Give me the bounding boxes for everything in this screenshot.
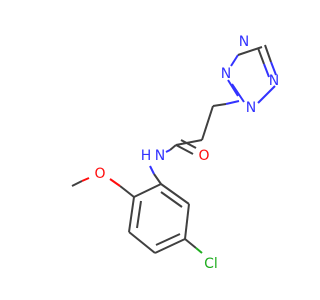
bond-ring-1 bbox=[133, 183, 162, 198]
bond-ring-2-double bbox=[136, 200, 142, 229]
molecule-structure: N N N N N H O O Cl bbox=[71, 34, 280, 272]
bond-c5-n4 bbox=[264, 44, 272, 63]
bond-n4-n3 bbox=[257, 85, 276, 104]
bond-ring-2 bbox=[128, 196, 135, 233]
bond-n-aryl-color bbox=[149, 165, 155, 175]
bond-c5-n4-color bbox=[270, 61, 277, 76]
bond-n-aryl bbox=[153, 173, 162, 185]
bond-carbonyl-n-color bbox=[165, 149, 171, 153]
bond-n1-c5 bbox=[237, 46, 263, 56]
atom-chlorine: Cl bbox=[204, 256, 218, 272]
bond-ch2-ch2 bbox=[201, 105, 214, 141]
chloro-group bbox=[184, 238, 203, 254]
atom-tetrazole-n1: N bbox=[239, 34, 249, 50]
bond-carbonyl-o-double bbox=[180, 139, 197, 149]
bond-n1-ch2 bbox=[212, 103, 227, 107]
bond-c5-n4-double-color bbox=[263, 63, 270, 78]
bond-ring-cl bbox=[184, 238, 197, 249]
propanamide-chain bbox=[165, 100, 240, 155]
bond-n2-n1 bbox=[230, 54, 239, 67]
atom-carbonyl-o: O bbox=[198, 148, 209, 164]
bond-n3-n2 bbox=[231, 83, 245, 103]
methoxy-group bbox=[71, 177, 135, 198]
atom-tetrazole-n2: N bbox=[221, 66, 231, 82]
bond-o-ch3-color bbox=[81, 177, 90, 182]
bond-o-ch3 bbox=[71, 180, 83, 187]
bond-n1-ch2-color bbox=[225, 100, 240, 105]
bond-ring-4 bbox=[154, 238, 186, 254]
bond-ring-cl-color bbox=[195, 247, 203, 254]
bond-ring-4-double bbox=[155, 233, 181, 246]
bond-c5-n4-double bbox=[257, 47, 265, 65]
atom-methoxy-o: O bbox=[94, 166, 105, 182]
benzene-ring bbox=[128, 183, 190, 254]
atom-amide-n: N bbox=[155, 148, 165, 164]
bond-ring-6 bbox=[160, 183, 190, 205]
bond-n3-n2-double bbox=[227, 79, 239, 97]
atom-tetrazole-n3: N bbox=[246, 100, 256, 116]
atom-amide-h: H bbox=[141, 148, 152, 164]
bond-ring-o-color bbox=[109, 178, 121, 187]
bond-ring-o bbox=[119, 185, 135, 198]
atom-tetrazole-n4: N bbox=[269, 73, 279, 89]
bond-carbonyl-n bbox=[169, 144, 177, 151]
bond-ch2-carbonyl bbox=[175, 139, 203, 146]
bond-carbonyl-o bbox=[175, 144, 194, 155]
bond-ring-3 bbox=[128, 231, 156, 254]
tetrazole-ring bbox=[227, 44, 277, 104]
bond-ring-6-double bbox=[160, 191, 183, 208]
bond-ring-5 bbox=[184, 203, 190, 240]
